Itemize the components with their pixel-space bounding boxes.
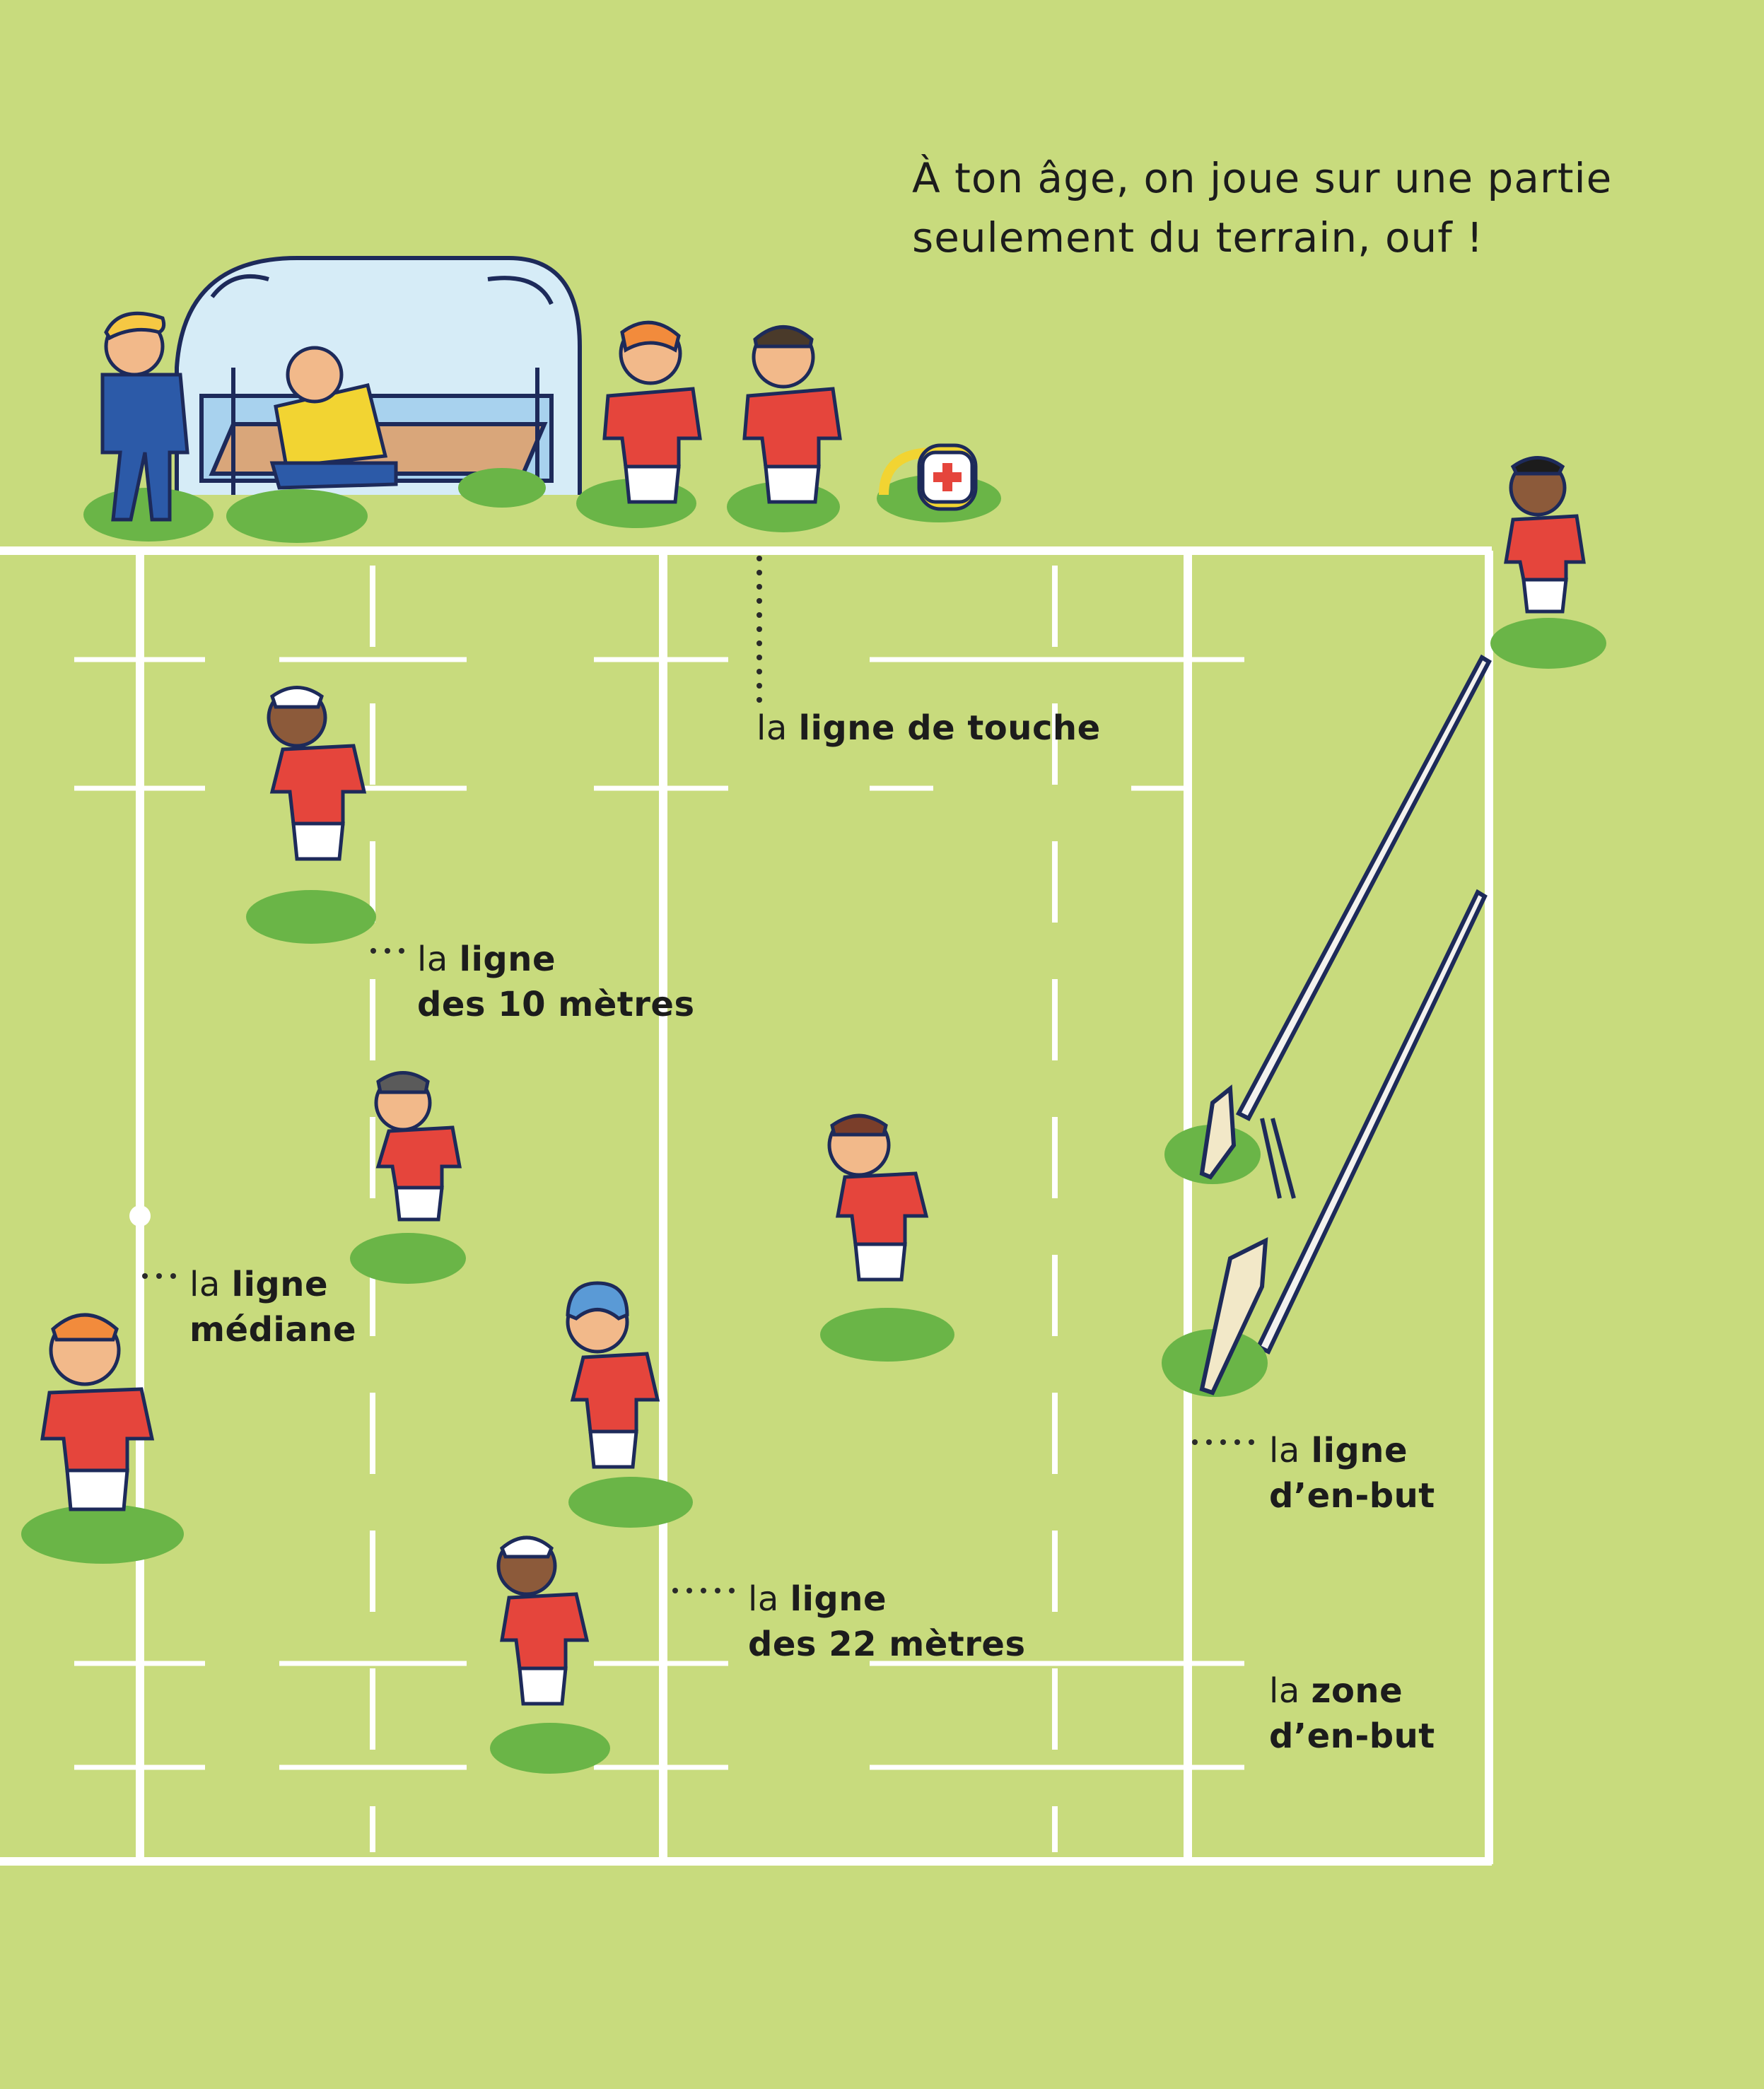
label-name-2: médiane — [189, 1310, 356, 1350]
label-name-1: ligne — [1311, 1431, 1408, 1470]
player-icon — [742, 325, 842, 504]
intro-line-1: À ton âge, on joue sur une partie — [912, 154, 1613, 202]
label-name-1: zone — [1311, 1671, 1403, 1711]
label-name-2: d’en-but — [1269, 1476, 1435, 1516]
coach-icon — [100, 311, 189, 522]
label-name-2: des 22 mètres — [748, 1625, 1026, 1664]
label-name-1: ligne — [231, 1265, 329, 1304]
leader-10m — [370, 948, 404, 954]
player-icon — [602, 320, 702, 504]
label-ligne-en-but: la ligne d’en-but — [1269, 1428, 1435, 1519]
label-ligne-22m: la ligne des 22 mètres — [748, 1576, 1026, 1667]
intro-text: À ton âge, on joue sur une partie seulem… — [912, 148, 1746, 267]
label-ligne-de-touche: la ligne de touche — [757, 706, 1101, 751]
goal-posts-icon — [1162, 654, 1492, 1397]
hash-marks — [74, 657, 1244, 1770]
player-icon — [496, 1535, 590, 1706]
leader-en-but — [1192, 1439, 1254, 1445]
label-name: ligne de touche — [798, 708, 1101, 748]
label-ligne-mediane: la ligne médiane — [189, 1262, 356, 1352]
label-ligne-10m: la ligne des 10 mètres — [417, 937, 695, 1027]
intro-line-2: seulement du terrain, ouf ! — [912, 213, 1484, 262]
player-icon — [374, 1071, 462, 1222]
label-article: la — [748, 1579, 779, 1619]
label-name-1: ligne — [459, 940, 556, 979]
player-icon — [827, 1113, 929, 1282]
label-name-2: des 10 mètres — [417, 985, 695, 1024]
label-article: la — [757, 708, 788, 748]
player-icon — [1504, 456, 1586, 614]
label-article: la — [189, 1265, 221, 1304]
player-icon — [267, 686, 367, 861]
leader-22m — [672, 1588, 735, 1593]
dugout-icon — [175, 256, 582, 495]
players — [40, 320, 1586, 1706]
leader-mediane — [142, 1273, 176, 1279]
leader-touche — [757, 556, 762, 703]
leader-lines — [142, 556, 1254, 1593]
label-name-1: ligne — [790, 1579, 887, 1619]
player-icon — [40, 1313, 155, 1511]
substitute-icon — [269, 346, 398, 490]
label-article: la — [1269, 1671, 1300, 1711]
label-article: la — [417, 940, 448, 979]
label-zone-en-but: la zone d’en-but — [1269, 1668, 1435, 1759]
dashed-lines — [370, 566, 1058, 1852]
first-aid-kit-icon — [879, 443, 978, 511]
label-name-2: d’en-but — [1269, 1716, 1435, 1756]
label-article: la — [1269, 1431, 1300, 1470]
player-icon — [566, 1281, 660, 1469]
halfway-mark — [129, 1205, 151, 1227]
